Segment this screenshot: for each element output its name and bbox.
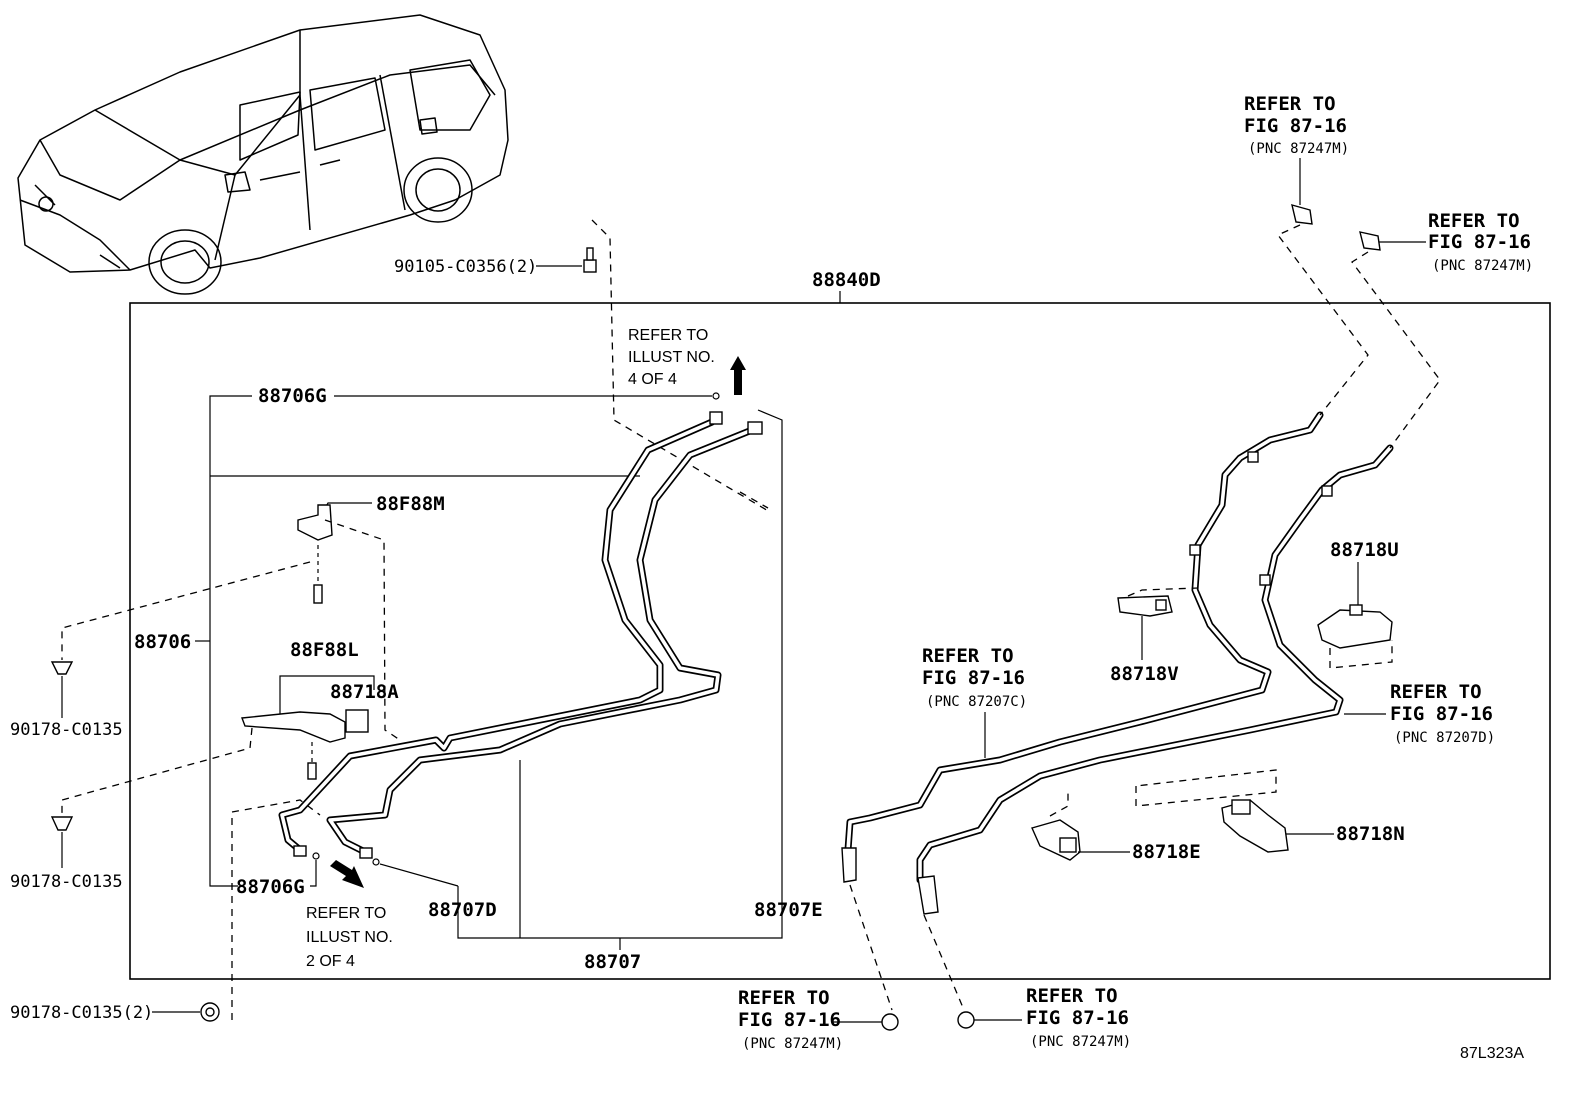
ref-fig-bot1-line1: REFER TO	[738, 987, 830, 1009]
ref-fig-top1-line3: (PNC 87247M)	[1248, 141, 1349, 157]
part-88718E: 88718E	[1132, 841, 1201, 863]
part-90178-C0135-a: 90178-C0135	[10, 720, 123, 740]
pipe-fitting-icon	[709, 411, 723, 425]
clip-icon	[50, 661, 74, 675]
ac-pipe-right-1	[844, 411, 1324, 854]
clip-icon	[50, 816, 74, 831]
diagram-code: 87L323A	[1460, 1045, 1524, 1062]
part-88707D: 88707D	[428, 899, 497, 921]
pipe-fitting-icon	[293, 845, 307, 857]
pipe-fitting-icon	[1259, 574, 1271, 586]
part-88F88M: 88F88M	[376, 493, 445, 515]
ref-fig-bot2-line3: (PNC 87247M)	[1030, 1034, 1131, 1050]
pipe-fitting-icon	[1247, 451, 1259, 463]
part-88F88L: 88F88L	[290, 639, 359, 661]
ref-fig-mid-d-line2: FIG 87-16	[1390, 703, 1493, 725]
ref-illust-4-line3: 4 OF 4	[628, 371, 677, 388]
part-90178-C0135-c: 90178-C0135(2)	[10, 1003, 153, 1023]
part-88707E: 88707E	[754, 899, 823, 921]
pipe-fitting-icon	[1321, 485, 1333, 497]
part-88840D: 88840D	[812, 269, 881, 291]
clamp-88718N-icon	[1221, 799, 1289, 853]
pipe-fitting-icon	[747, 421, 763, 435]
part-88718V: 88718V	[1110, 663, 1179, 685]
bolt-icon	[583, 247, 597, 273]
pipe-fitting-icon	[359, 847, 373, 859]
arrow-down-right-icon	[330, 860, 364, 888]
ref-fig-bot1-line3: (PNC 87247M)	[742, 1036, 843, 1052]
part-88707: 88707	[584, 951, 641, 973]
hose-clamp-icon	[1359, 231, 1381, 251]
ref-fig-mid-c-line1: REFER TO	[922, 645, 1014, 667]
ref-illust-2-line2: ILLUST NO.	[306, 929, 393, 946]
pipe-end-icon	[917, 875, 939, 915]
clamp-88718E-icon	[1031, 819, 1081, 861]
ref-illust-2-line1: REFER TO	[306, 905, 386, 922]
ref-fig-top1-line2: FIG 87-16	[1244, 115, 1347, 137]
clamp-88718U-icon	[1317, 604, 1393, 649]
bracket-88F88M-icon	[297, 504, 333, 604]
ac-pipe-88706	[278, 418, 716, 854]
ref-fig-mid-d-line3: (PNC 87207D)	[1394, 730, 1495, 746]
part-88718N: 88718N	[1336, 823, 1405, 845]
part-88706: 88706	[134, 631, 191, 653]
ref-fig-mid-c-line2: FIG 87-16	[922, 667, 1025, 689]
ref-fig-mid-c-line3: (PNC 87207C)	[926, 694, 1027, 710]
part-88706G-bottom: 88706G	[236, 876, 305, 898]
ref-illust-2-line3: 2 OF 4	[306, 953, 355, 970]
part-88718U: 88718U	[1330, 539, 1399, 561]
ref-illust-4-line2: ILLUST NO.	[628, 349, 715, 366]
bracket-88F88L-icon	[241, 709, 369, 780]
ac-pipe-88707	[326, 426, 756, 856]
pipe-end-icon	[841, 847, 857, 883]
ref-fig-top2-line1: REFER TO	[1428, 210, 1520, 232]
vehicle-illustration	[17, 14, 509, 295]
ref-fig-mid-d-line1: REFER TO	[1390, 681, 1482, 703]
ref-fig-bot1-line2: FIG 87-16	[738, 1009, 841, 1031]
ref-fig-bot2-line2: FIG 87-16	[1026, 1007, 1129, 1029]
ref-illust-4-line1: REFER TO	[628, 327, 708, 344]
clamp-88718V-icon	[1117, 595, 1173, 617]
part-88718A: 88718A	[330, 681, 399, 703]
hose-clamp-icon	[881, 1013, 899, 1031]
part-90105-C0356: 90105-C0356(2)	[394, 257, 537, 277]
part-90178-C0135-b: 90178-C0135	[10, 872, 123, 892]
arrow-up-icon	[730, 356, 746, 395]
hose-clamp-icon	[1291, 204, 1313, 225]
part-88706G-top: 88706G	[258, 385, 327, 407]
ref-fig-top1-line1: REFER TO	[1244, 93, 1336, 115]
ref-fig-top2-line3: (PNC 87247M)	[1432, 258, 1533, 274]
hose-clamp-icon	[957, 1011, 975, 1029]
pipe-fitting-icon	[1189, 544, 1201, 556]
ref-fig-top2-line2: FIG 87-16	[1428, 231, 1531, 253]
clip-icon	[200, 1002, 220, 1022]
ref-fig-bot2-line1: REFER TO	[1026, 985, 1118, 1007]
